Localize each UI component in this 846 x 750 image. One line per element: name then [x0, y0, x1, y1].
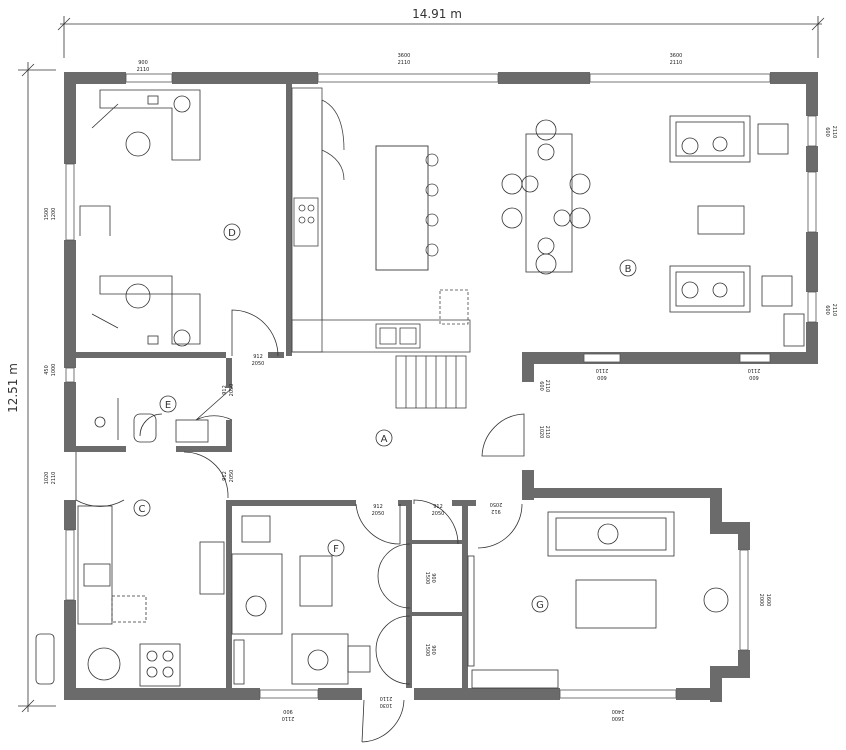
width-dimension-label: 14.91 m: [412, 7, 462, 21]
window-label: 900: [283, 708, 293, 714]
living-sofas: [669, 115, 805, 347]
window-label: 2110: [831, 304, 837, 317]
window-label: 1200: [51, 208, 57, 221]
lounge-furniture: [467, 511, 729, 689]
interior-walls: [76, 84, 476, 688]
dimension-height: [18, 62, 56, 713]
room-label-g: G: [536, 600, 544, 611]
door-label: 2050: [229, 470, 235, 483]
staircase: [395, 355, 467, 409]
window-label: 600: [749, 374, 759, 380]
room-label-c: C: [139, 504, 146, 515]
window-label: 2110: [831, 126, 837, 139]
dining-table: [501, 119, 591, 275]
exterior-walls: [64, 72, 818, 702]
window-label: 3600: [670, 53, 683, 59]
utility-fixtures: [35, 505, 225, 687]
door-label: 912: [491, 508, 501, 514]
kitchen-units: [291, 87, 471, 353]
door-label: 1020: [44, 472, 50, 485]
door-label: 900: [430, 573, 436, 583]
door-label: 1030: [380, 702, 393, 708]
opening-annotations: 900 2110 3600 2110 3600 2110 1500 1200 4…: [44, 53, 837, 721]
room-label-e: E: [165, 400, 171, 411]
door-label: 2110: [544, 426, 550, 439]
windows: [65, 73, 817, 699]
window-label: 1600: [612, 715, 625, 721]
office-desks: [79, 89, 201, 347]
door-label: 1020: [538, 426, 544, 439]
door-label: 2110: [51, 472, 57, 485]
door-label: 2050: [432, 511, 445, 517]
window-label: 600: [538, 381, 544, 391]
window-label: 600: [597, 374, 607, 380]
door-label: 912: [253, 354, 263, 360]
door-label: 2050: [229, 384, 235, 397]
window-label: 2110: [282, 715, 295, 721]
doors: [75, 309, 525, 743]
dimension-width: [57, 16, 825, 58]
door-label: 2050: [252, 361, 265, 367]
door-label: 2050: [490, 501, 503, 507]
window-label: 2110: [670, 60, 683, 66]
door-label: 912: [222, 385, 228, 395]
door-label: 912: [433, 504, 443, 510]
snug-furniture: [231, 515, 371, 685]
window-label: 2110: [398, 60, 411, 66]
door-label: 1500: [424, 644, 430, 657]
height-dimension-label: 12.51 m: [6, 363, 20, 413]
room-label-a: A: [381, 434, 388, 445]
room-label-d: D: [228, 228, 236, 239]
room-label-b: B: [625, 264, 632, 275]
window-label: 450: [44, 365, 50, 375]
window-label: 2110: [544, 380, 550, 393]
door-label: 900: [430, 645, 436, 655]
window-label: 1600: [765, 594, 771, 607]
door-label: 2110: [380, 695, 393, 701]
window-label: 2000: [758, 594, 764, 607]
door-label: 1500: [424, 572, 430, 585]
window-label: 1500: [44, 208, 50, 221]
room-labels: D B E A C F G: [133, 223, 637, 613]
window-label: 2110: [137, 67, 150, 73]
window-label: 1000: [51, 364, 57, 377]
bathroom-fixtures: [94, 398, 209, 443]
window-label: 2110: [596, 367, 609, 373]
door-label: 912: [222, 471, 228, 481]
window-label: 600: [824, 127, 830, 137]
window-label: 2110: [748, 367, 761, 373]
window-label: 2400: [612, 708, 625, 714]
door-label: 2050: [372, 511, 385, 517]
door-label: 912: [373, 504, 383, 510]
window-label: 3600: [398, 53, 411, 59]
window-label: 600: [824, 305, 830, 315]
window-label: 900: [138, 60, 148, 66]
room-label-f: F: [333, 544, 339, 555]
